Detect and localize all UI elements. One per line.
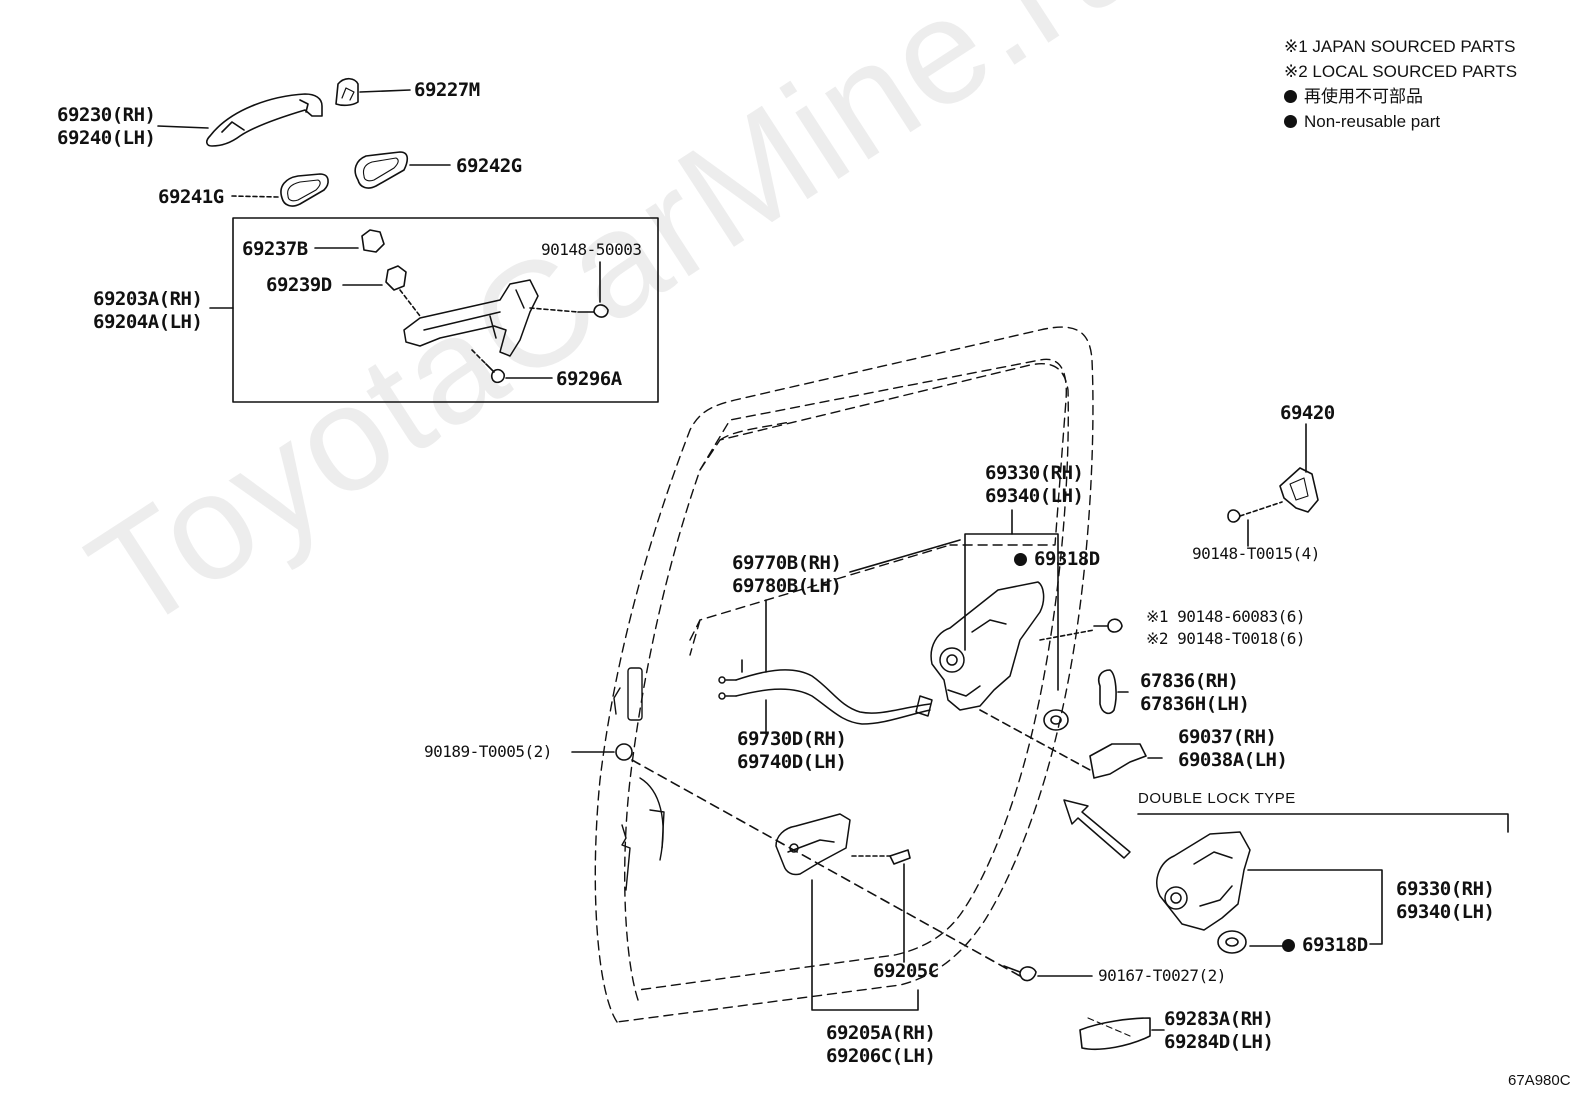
door-lock-assembly xyxy=(930,581,1045,711)
label-90167: 90167-T0027(2) xyxy=(1098,966,1226,985)
part-69318D-b xyxy=(1217,930,1247,954)
nonreusable-dot-b xyxy=(1282,939,1295,952)
label-69770B: 69770B(RH)69780B(LH) xyxy=(732,552,842,597)
double-lock-assembly xyxy=(1156,831,1251,931)
label-69318D-b: 69318D xyxy=(1282,934,1368,957)
label-69318D: 69318D xyxy=(1014,548,1100,571)
label-69242G: 69242G xyxy=(456,155,522,177)
dot-icon xyxy=(1284,90,1297,103)
part-69242G xyxy=(354,151,409,189)
label-90148-50003: 90148-50003 xyxy=(541,240,642,259)
figure-id: 67A980C xyxy=(1508,1072,1571,1089)
double-lock-bracket xyxy=(1137,813,1509,833)
double-lock-type-label: DOUBLE LOCK TYPE xyxy=(1138,790,1296,807)
part-90148-T0015 xyxy=(1227,509,1241,523)
part-69283A xyxy=(1079,1017,1151,1051)
label-69237B: 69237B xyxy=(242,238,308,260)
outside-handle xyxy=(206,93,323,147)
label-69420: 69420 xyxy=(1280,402,1335,424)
part-69239D xyxy=(385,265,407,291)
part-69237B xyxy=(361,229,385,253)
label-69230: 69230(RH)69240(LH) xyxy=(57,104,156,149)
label-69296A: 69296A xyxy=(556,368,622,390)
frame-assembly-box xyxy=(232,217,659,403)
label-69205C: 69205C xyxy=(873,960,939,982)
door-outline xyxy=(594,326,1094,1023)
part-69296A xyxy=(490,368,505,384)
label-90148-T0015: 90148-T0015(4) xyxy=(1192,544,1320,563)
leader-69227M xyxy=(359,89,411,93)
dot-icon xyxy=(1284,115,1297,128)
label-69730D: 69730D(RH)69740D(LH) xyxy=(737,728,847,773)
part-69420 xyxy=(1279,467,1319,513)
part-90167 xyxy=(1019,966,1037,982)
part-69205C xyxy=(889,849,911,865)
arrow-double-lock xyxy=(1063,799,1131,859)
label-69330: 69330(RH)69340(LH) xyxy=(985,462,1084,507)
label-69241G: 69241G xyxy=(158,186,224,208)
legend: ※1 JAPAN SOURCED PARTS ※2 LOCAL SOURCED … xyxy=(1284,34,1517,134)
part-69037 xyxy=(1089,743,1147,779)
handle-frame xyxy=(403,279,539,357)
label-69330-b: 69330(RH)69340(LH) xyxy=(1396,878,1495,923)
label-69227M: 69227M xyxy=(414,79,480,101)
part-69227M xyxy=(335,77,359,107)
label-69037: 69037(RH)69038A(LH) xyxy=(1178,726,1288,771)
legend-local: ※2 LOCAL SOURCED PARTS xyxy=(1284,62,1518,81)
part-69241G xyxy=(280,173,329,207)
label-90148-60083: ※1 90148-60083(6)※2 90148-T0018(6) xyxy=(1146,607,1306,648)
cables xyxy=(718,669,933,725)
legend-japan: ※1 JAPAN SOURCED PARTS xyxy=(1284,37,1516,56)
part-67836 xyxy=(1097,669,1117,715)
nonreusable-dot xyxy=(1014,553,1027,566)
leader-69230 xyxy=(157,125,209,129)
part-90148-60083 xyxy=(1107,618,1123,633)
legend-nonreusable-jp: 再使用不可部品 xyxy=(1284,84,1517,109)
part-90189 xyxy=(615,743,633,761)
label-67836: 67836(RH)67836H(LH) xyxy=(1140,670,1250,715)
leader-69241G xyxy=(231,195,279,198)
part-90148-50003 xyxy=(593,304,609,318)
part-69318D xyxy=(1043,709,1069,731)
label-69205A: 69205A(RH)69206C(LH) xyxy=(826,1022,936,1067)
legend-nonreusable-en: Non-reusable part xyxy=(1284,109,1517,134)
door-side-features xyxy=(613,667,665,891)
inside-handle xyxy=(775,813,851,876)
label-69203A: 69203A(RH)69204A(LH) xyxy=(93,288,203,333)
label-69283A: 69283A(RH)69284D(LH) xyxy=(1164,1008,1274,1053)
label-69239D: 69239D xyxy=(266,274,332,296)
label-90189: 90189-T0005(2) xyxy=(424,742,552,761)
